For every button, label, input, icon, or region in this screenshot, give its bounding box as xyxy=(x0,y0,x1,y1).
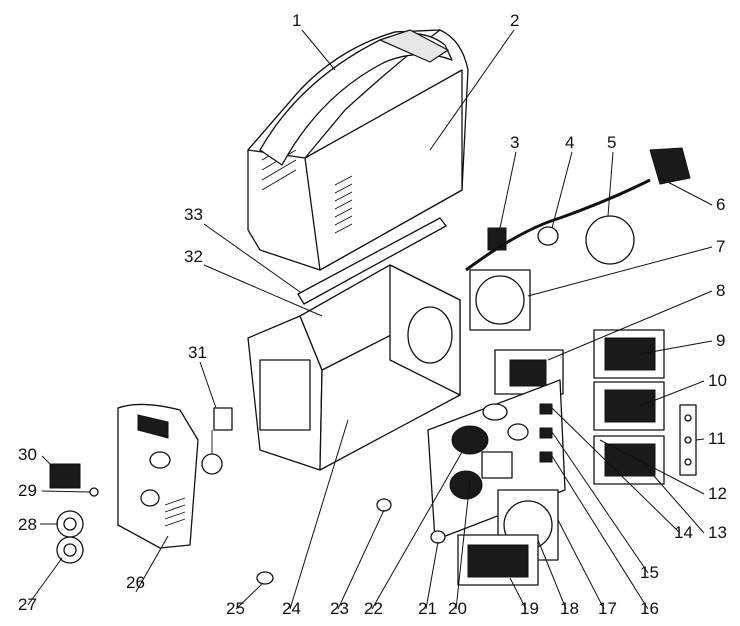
leader-1 xyxy=(301,29,336,71)
front-panel xyxy=(117,403,199,549)
leader-14 xyxy=(551,407,681,534)
callout-12: 12 xyxy=(708,484,727,503)
callout-3: 3 xyxy=(510,133,519,152)
leader-24 xyxy=(289,419,349,610)
foot-21 xyxy=(430,530,446,544)
carry-handle xyxy=(259,29,453,166)
callout-30: 30 xyxy=(18,445,37,464)
callout-16: 16 xyxy=(640,599,659,618)
leader-4 xyxy=(551,151,573,229)
callout-31: 31 xyxy=(188,343,207,362)
callout-13: 13 xyxy=(708,523,727,542)
leader-8 xyxy=(547,290,713,361)
mains-switch xyxy=(201,407,233,475)
leader-27 xyxy=(27,557,63,606)
leader-26 xyxy=(135,535,169,593)
leader-11 xyxy=(695,438,705,441)
leader-20 xyxy=(455,479,471,610)
callout-17: 17 xyxy=(598,599,617,618)
top-rail xyxy=(297,217,447,305)
callout-21: 21 xyxy=(418,599,437,618)
leader-16 xyxy=(551,455,649,610)
heatsink-9 xyxy=(593,329,665,379)
leader-3 xyxy=(499,151,517,229)
leader-21 xyxy=(425,541,439,610)
power-cable xyxy=(465,147,691,272)
leader-6 xyxy=(659,177,713,206)
callout-18: 18 xyxy=(560,599,579,618)
callout-27: 27 xyxy=(18,595,37,614)
callout-25: 25 xyxy=(226,599,245,618)
callout-labels: 1 2 3 4 5 6 7 8 9 10 11 12 13 14 15 16 1… xyxy=(18,11,727,618)
clips xyxy=(539,403,553,463)
callout-28: 28 xyxy=(18,515,37,534)
callout-22: 22 xyxy=(364,599,383,618)
cover-vents xyxy=(261,139,353,234)
knob-27 xyxy=(56,536,84,564)
callout-2: 2 xyxy=(510,11,519,30)
callout-10: 10 xyxy=(708,371,727,390)
leader-10 xyxy=(639,380,705,407)
callout-29: 29 xyxy=(18,481,37,500)
leader-33 xyxy=(203,223,301,293)
leader-32 xyxy=(203,264,323,317)
fan-guard xyxy=(585,215,635,265)
callout-33: 33 xyxy=(184,205,203,224)
leader-30 xyxy=(41,455,57,471)
heatsink-10 xyxy=(593,381,665,431)
leader-15 xyxy=(551,431,649,574)
leader-9 xyxy=(639,340,713,355)
bus-bar xyxy=(679,404,697,476)
callout-1: 1 xyxy=(292,11,301,30)
leader-29 xyxy=(41,490,91,493)
callout-11: 11 xyxy=(708,429,726,448)
callout-24: 24 xyxy=(282,599,301,618)
knob-28 xyxy=(56,510,84,538)
callout-9: 9 xyxy=(716,331,725,350)
callout-23: 23 xyxy=(330,599,349,618)
leader-31 xyxy=(199,361,217,409)
heatsink-19 xyxy=(457,534,539,586)
leader-13 xyxy=(639,459,705,534)
leader-7 xyxy=(527,246,713,297)
leader-12 xyxy=(599,439,705,495)
leader-2 xyxy=(429,29,515,151)
chassis-frame xyxy=(247,264,461,471)
foot-23 xyxy=(376,498,392,512)
callout-6: 6 xyxy=(716,195,725,214)
leader-5 xyxy=(607,151,614,217)
callout-4: 4 xyxy=(565,133,574,152)
leader-18 xyxy=(537,539,567,610)
callout-15: 15 xyxy=(640,563,659,582)
callout-7: 7 xyxy=(716,237,725,256)
rear-fan xyxy=(469,269,531,331)
callout-8: 8 xyxy=(716,281,725,300)
leader-25 xyxy=(235,583,263,610)
callout-19: 19 xyxy=(520,599,539,618)
leader-22 xyxy=(371,451,463,610)
leader-lines xyxy=(27,29,713,610)
foot xyxy=(256,571,274,585)
power-switch xyxy=(487,227,507,251)
leader-23 xyxy=(337,509,385,610)
callout-32: 32 xyxy=(184,247,203,266)
callout-14: 14 xyxy=(674,523,693,542)
callout-26: 26 xyxy=(126,573,145,592)
callout-20: 20 xyxy=(448,599,467,618)
leader-17 xyxy=(557,519,605,610)
small-knob xyxy=(89,487,99,497)
heatsink-13 xyxy=(593,435,665,485)
terminal-block xyxy=(49,463,81,489)
callout-5: 5 xyxy=(607,133,616,152)
leader-19 xyxy=(509,577,527,610)
